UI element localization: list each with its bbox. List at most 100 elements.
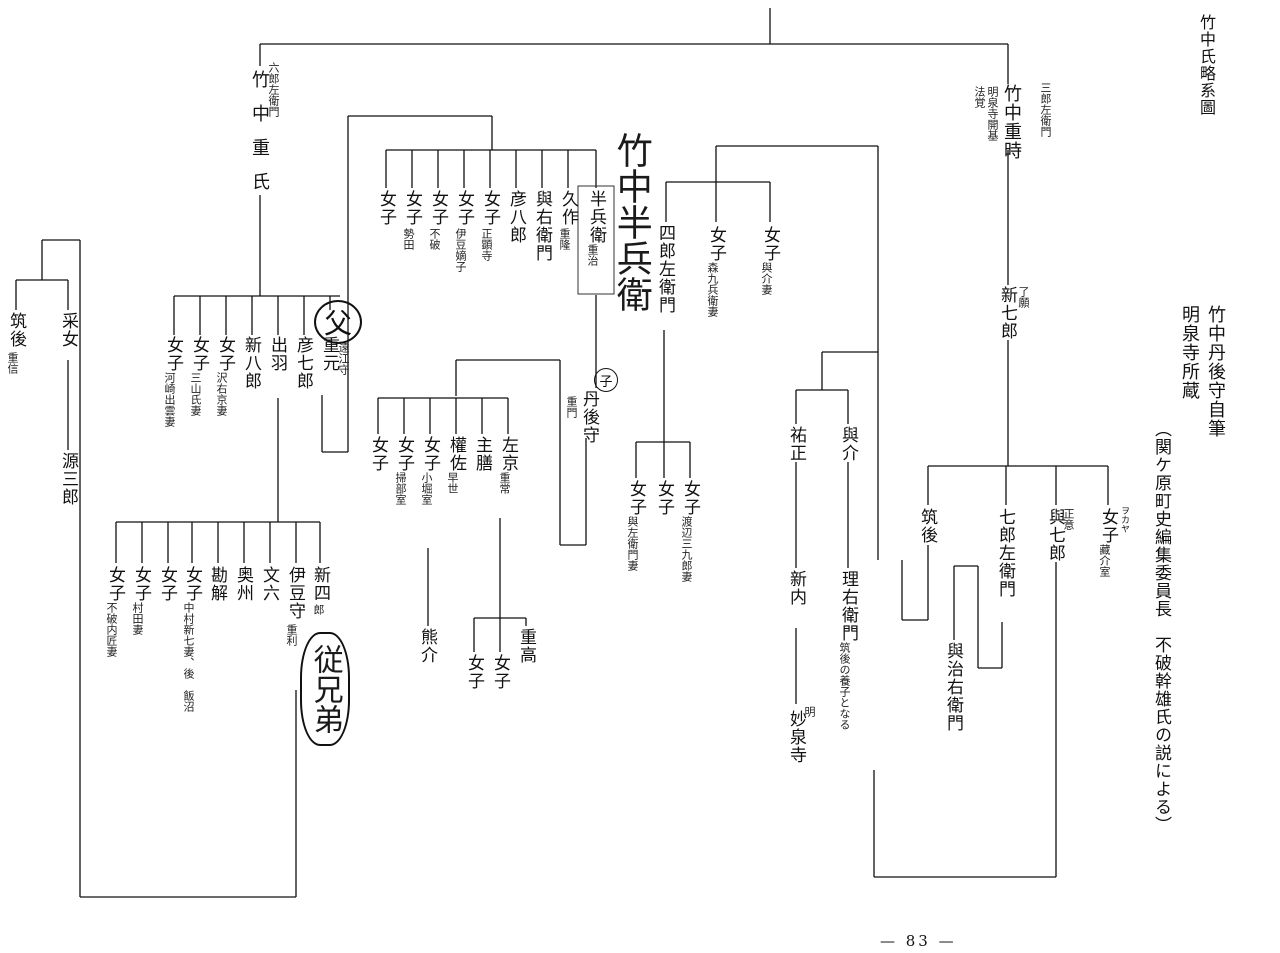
shinshichiro-note: 了願 (1017, 286, 1030, 308)
person-shigeuji: 竹中重氏 (249, 70, 270, 206)
person-gensaburo: 源三郎 (58, 452, 78, 506)
person-chikugo-left: 筑後 (6, 312, 26, 348)
person-shigetoki: 竹中重時 (1001, 84, 1022, 160)
sakyo-note: 重常 (498, 472, 511, 494)
f-fuwanaisho-note: 不破内匠妻 (105, 602, 118, 657)
person-f-nakamura: 女子 (182, 566, 202, 602)
person-f-murata: 女子 (131, 566, 151, 602)
f-kura-ruby: ヲカヤ (1119, 506, 1129, 533)
person-yoemon: 與右衛門 (532, 190, 552, 262)
person-f-sawa: 女子 (215, 336, 235, 372)
chikugo-left-note: 重信 (6, 352, 19, 374)
riemon-note: 筑後の養子となる (838, 642, 851, 730)
person-hanbei: 半兵衛 (586, 190, 606, 244)
author-line: 竹中丹後守自筆 (1205, 305, 1226, 438)
owner-line: 明泉寺所蔵 (1179, 305, 1200, 400)
person-f-plain5: 女子 (157, 566, 177, 602)
person-shinhachiro: 新八郎 (241, 336, 261, 390)
f-sawa-note: 沢右京妻 (215, 372, 228, 416)
person-f-watanabe: 女子 (680, 480, 700, 516)
person-f-yoza: 女子 (626, 480, 646, 516)
person-shigemoto: 重元 (319, 336, 339, 372)
person-gonza: 權佐 (446, 436, 466, 472)
person-yojiemon: 與治右衛門 (943, 642, 963, 732)
shigeuji-title: 六郎左衛門 (267, 62, 280, 117)
f-sanyama-note: 三山氏妻 (189, 372, 202, 416)
person-f-shoken: 女子 (480, 190, 500, 226)
person-f-yosuke: 女子 (760, 226, 780, 262)
person-shuzen: 主膳 (472, 436, 492, 472)
shinshiro-note: 郎 (312, 604, 325, 615)
person-f-plain6: 女子 (654, 480, 674, 516)
person-chikugo-right: 筑後 (917, 508, 937, 544)
page-number: — 83 — (880, 932, 957, 950)
person-f-kobori: 女子 (420, 436, 440, 472)
person-f-kamon: 女子 (394, 436, 414, 472)
f-izu-note: 伊豆嫡子 (454, 228, 467, 272)
person-dewa: 出羽 (267, 336, 287, 372)
hanbei-note: 重治 (586, 244, 599, 266)
person-f-plain4: 女子 (464, 654, 484, 690)
person-hikoshichiro: 彦七郎 (293, 336, 313, 390)
person-shinnai: 新内 (786, 570, 806, 606)
person-f-mori: 女子 (706, 226, 726, 262)
myosenji-note: 明 (803, 706, 816, 717)
person-kyusaku: 久作 (558, 190, 578, 226)
f-nakamura-note: 中村新七妻、後 飯沼 (182, 602, 195, 712)
person-shichiro: 七郎左衛門 (995, 508, 1015, 598)
handwritten-child-mark: 子 (594, 368, 618, 392)
person-kumanosuke: 熊介 (417, 628, 437, 664)
person-f-seta: 女子 (402, 190, 422, 226)
person-f-kura: 女子 (1098, 508, 1118, 544)
handwritten-father-text: 父 (323, 307, 352, 340)
person-shinshichiro: 新七郎 (997, 286, 1017, 340)
person-shigetaka: 重高 (516, 628, 536, 664)
shigetoki-note: 明泉寺開基 (986, 86, 999, 141)
person-sakyo: 左京 (498, 436, 518, 472)
person-kageyu: 勘解 (207, 566, 227, 602)
f-fuwa-note: 不破 (428, 228, 441, 250)
kyusaku-note: 重隆 (558, 228, 571, 250)
handwritten-child-text: 子 (599, 374, 613, 390)
f-kobori-note: 小堀室 (420, 472, 433, 505)
handwritten-cousins-mark: 従兄弟 (300, 632, 350, 746)
note-line: （関ケ原町史編集委員長 不破幹雄氏の説による） (1151, 420, 1171, 834)
person-tango: 丹後守 (579, 390, 599, 444)
shigemoto-note: 遠江守 (337, 342, 350, 375)
f-mori-note: 森九兵衛妻 (706, 262, 719, 317)
shigetoki-dharma: 法覚 (973, 86, 986, 108)
person-f-sanyama: 女子 (189, 336, 209, 372)
f-seta-note: 勢田 (402, 228, 415, 250)
handwritten-hanbei-note: 竹中半兵衛 (610, 132, 652, 312)
person-oshu: 奥州 (233, 566, 253, 602)
person-f-kawasaki: 女子 (163, 336, 183, 372)
person-hikohachiro: 彦八郎 (506, 190, 526, 244)
person-f-plain2: 女子 (368, 436, 388, 472)
person-f-plain3: 女子 (490, 654, 510, 690)
izunokami-note: 重利 (285, 624, 298, 646)
person-shiro: 四郎左衛門 (655, 224, 675, 314)
gonza-note: 早世 (446, 472, 459, 494)
f-yoza-note: 與左衛門妻 (626, 516, 639, 571)
person-izunokami: 伊豆守 (285, 566, 305, 620)
person-f-fuwa: 女子 (428, 190, 448, 226)
f-kura-note: 藏介室 (1098, 544, 1111, 577)
handwritten-cousins-text: 従兄弟 (307, 644, 343, 734)
person-myosenji: 妙泉寺 (786, 710, 806, 764)
person-saime: 采女 (58, 312, 78, 348)
f-murata-note: 村田妻 (131, 602, 144, 635)
tango-note: 重門 (565, 396, 578, 418)
person-yoshichiro: 與七郎 (1045, 508, 1065, 562)
f-kawasaki-note: 河崎出雲妻 (163, 372, 176, 427)
person-f-fuwanaisho: 女子 (105, 566, 125, 602)
person-shinshiro: 新四 (310, 566, 330, 602)
person-bunroku: 文六 (259, 566, 279, 602)
f-watanabe-note: 渡辺三九郎妻 (680, 516, 693, 582)
handwritten-father-mark: 父 (314, 300, 362, 344)
person-yusho: 祐正 (786, 426, 806, 462)
shigetoki-title: 三郎左衛門 (1039, 82, 1052, 137)
f-yosuke-note: 與介妻 (760, 262, 773, 295)
f-shoken-note: 正顕寺 (480, 228, 493, 261)
